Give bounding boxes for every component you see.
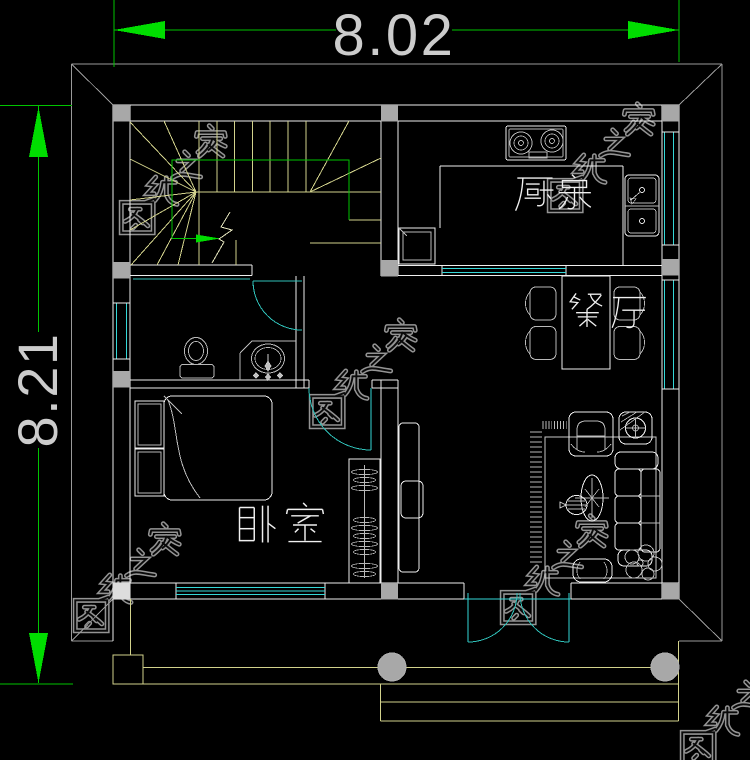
svg-text:8.02: 8.02 [333, 3, 456, 68]
svg-text:8.21: 8.21 [6, 333, 69, 448]
